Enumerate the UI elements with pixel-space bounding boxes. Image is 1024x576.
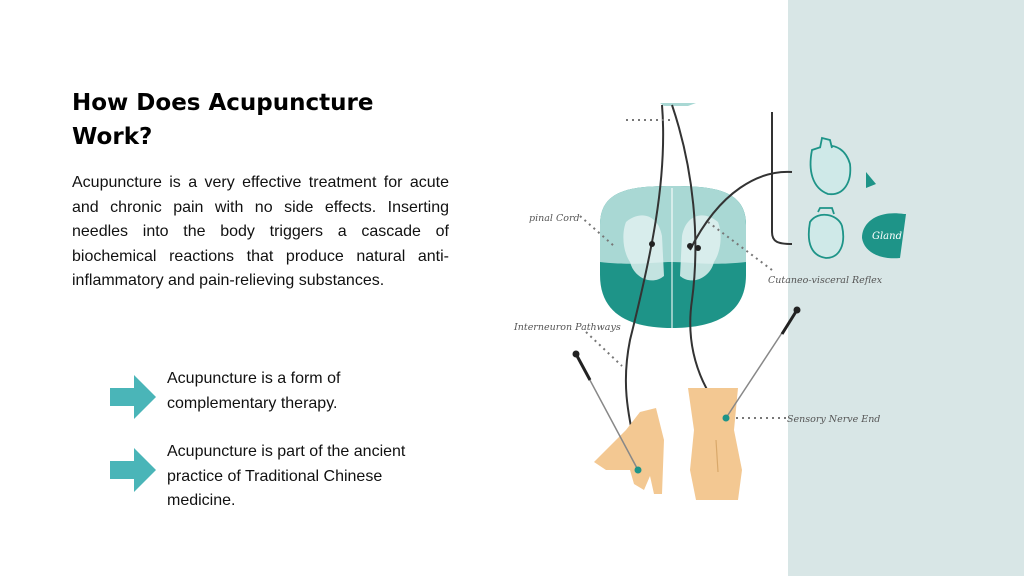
intro-paragraph: Acupuncture is a very effective treatmen… xyxy=(72,174,449,289)
spinal-cord-cross-section xyxy=(600,186,746,328)
needle-icon xyxy=(572,350,642,474)
spinal-cord-label: pinal Cord xyxy=(529,213,580,224)
heart-icon xyxy=(809,136,852,195)
arrow-right-icon xyxy=(110,448,156,492)
stomach-icon xyxy=(807,207,845,259)
needle-icon xyxy=(722,306,801,422)
hand-shape xyxy=(594,408,664,494)
bullet-text: Acupuncture is a form of complementary t… xyxy=(167,370,341,412)
gland-label: Gland xyxy=(872,231,902,242)
sensory-nerve-label: Sensory Nerve End xyxy=(787,414,880,425)
slide-title: How Does Acupuncture Work? xyxy=(72,90,374,150)
acupuncture-diagram: Gland pinal Cord Cutaneo-visceral Reflex… xyxy=(513,103,906,500)
right-background-panel xyxy=(788,0,1024,576)
arrow-right-icon xyxy=(110,375,156,419)
cutaneo-visceral-label: Cutaneo-visceral Reflex xyxy=(768,275,883,286)
bullet-text: Acupuncture is part of the ancient pract… xyxy=(167,443,406,509)
interneuron-label: Interneuron Pathways xyxy=(513,322,621,333)
gland-icon: Gland xyxy=(862,213,906,259)
